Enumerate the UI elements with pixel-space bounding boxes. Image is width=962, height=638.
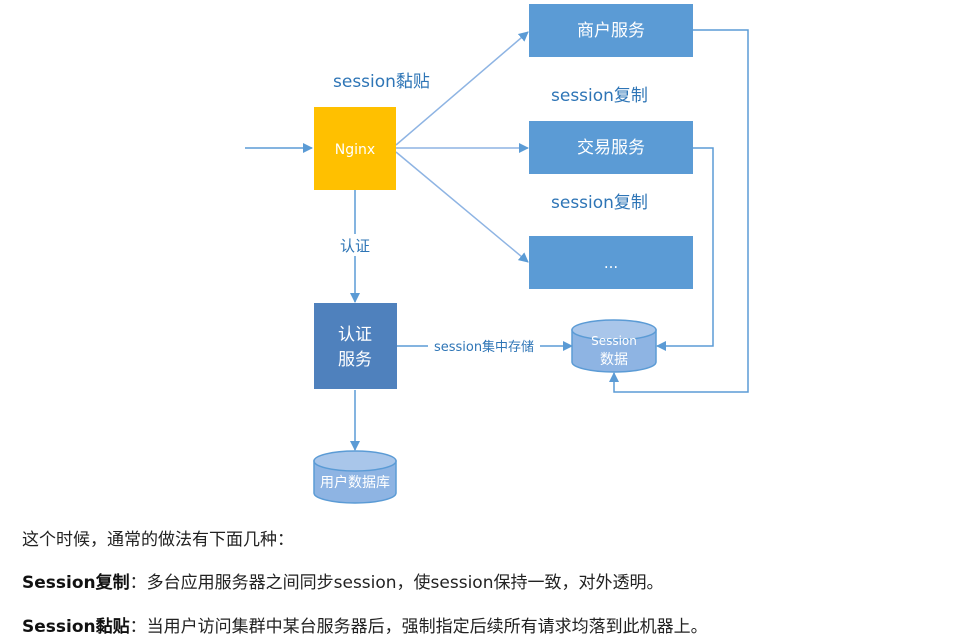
intro-text: 这个时候，通常的做法有下面几种： [22, 530, 294, 550]
auth-service-label-line1: 认证 [338, 325, 372, 345]
replication-paragraph: Session复制：多台应用服务器之间同步session，使session保持一… [22, 568, 663, 593]
session-db-label-line2: 数据 [600, 352, 628, 368]
nginx-node: Nginx [314, 107, 396, 190]
architecture-diagram: Nginx 商户服务 交易服务 ... 认证 服务 Session 数据 用户数… [245, 4, 749, 504]
intro-paragraph: 这个时候，通常的做法有下面几种： [22, 525, 294, 550]
user-db-node: 用户数据库 [313, 450, 397, 504]
trade-service-node: 交易服务 [529, 121, 693, 174]
merchant-service-node: 商户服务 [529, 4, 693, 57]
session-sticky-label: session黏贴 [333, 72, 430, 92]
session-replication-label-1: session复制 [551, 86, 648, 106]
merchant-to-session-db-connector [609, 29, 749, 393]
user-db-label: 用户数据库 [320, 474, 390, 491]
more-service-node: ... [529, 236, 693, 289]
nginx-to-merchant-arrow [395, 31, 529, 146]
replication-term: Session复制 [22, 573, 130, 593]
sticky-paragraph: Session黏贴：当用户访问集群中某台服务器后，强制指定后续所有请求均落到此机… [22, 612, 708, 637]
session-replication-label-2: session复制 [551, 193, 648, 213]
more-service-label: ... [604, 254, 618, 272]
central-store-edge-label: session集中存储 [434, 339, 534, 355]
auth-service-label-line2: 服务 [338, 350, 372, 370]
nginx-label: Nginx [335, 142, 375, 158]
replication-description: ：多台应用服务器之间同步session，使session保持一致，对外透明。 [129, 573, 664, 593]
trade-service-label: 交易服务 [577, 138, 645, 158]
session-db-label-line1: Session [591, 334, 637, 348]
auth-edge-label: 认证 [340, 237, 370, 255]
session-db-node: Session 数据 [571, 319, 657, 373]
sticky-term: Session黏贴 [22, 617, 130, 637]
trade-to-session-db-connector [656, 147, 714, 351]
merchant-service-label: 商户服务 [577, 21, 645, 41]
auth-service-node: 认证 服务 [314, 303, 397, 389]
sticky-description: ：当用户访问集群中某台服务器后，强制指定后续所有请求均落到此机器上。 [129, 617, 708, 637]
nginx-to-more-arrow [395, 151, 529, 263]
